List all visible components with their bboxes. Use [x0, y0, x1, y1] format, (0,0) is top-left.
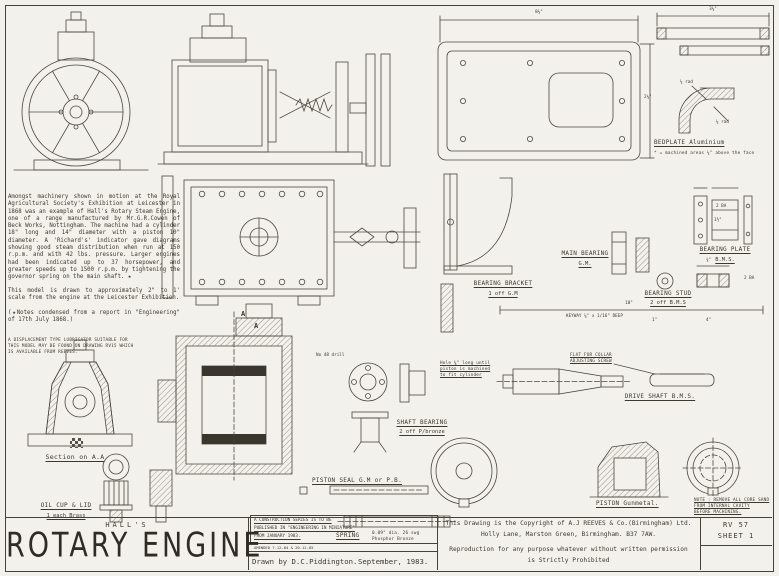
- drive-shaft-views: [496, 305, 764, 395]
- bearing-bracket-material: 1 off G.M: [488, 291, 518, 297]
- bedplate-plan-view: [437, 15, 655, 161]
- bearing-plate-views: [693, 187, 753, 245]
- drawn-by: Drawn by D.C.Piddington.: [252, 557, 358, 566]
- bearing-plate-label: BEARING PLATE: [699, 246, 751, 253]
- drawn-by-rule: [248, 551, 437, 552]
- series-note-line-3: FROM JANUARY 1983.: [254, 534, 301, 539]
- dim-bedplate-depth: 2¼": [644, 95, 652, 100]
- title-strip-divider-3: [700, 517, 701, 570]
- engine-side-elevation: [157, 13, 391, 167]
- ref-box-divider: [700, 545, 772, 546]
- bedplate-machining-note: * = machined areas ¼" above the face: [654, 151, 755, 156]
- oil-cup-views: [99, 453, 173, 523]
- copyright-line-2: Holly Lane, Marston Green, Birmingham. B…: [480, 531, 657, 538]
- amended-note: AMENDED 7-12-84 & 20-12-85: [254, 545, 314, 550]
- bedplate-label: BEDPLATE Aluminium: [654, 139, 725, 146]
- dim-bearing-plate-width: 1½": [714, 218, 722, 223]
- spring-detail: 0.09" dia. 26 swg Phosphor Bronze: [372, 531, 420, 542]
- lubricator-note: A DISPLACEMENT TYPE LUBRICATOR SUITABLE …: [8, 338, 134, 355]
- title-strip-top-rule: [5, 517, 772, 518]
- sheet-border: [5, 5, 774, 572]
- bearing-stud-label: BEARING STUD: [644, 290, 692, 297]
- section-aa-label: Section on A.A: [45, 453, 105, 461]
- flywheel-front-view: [13, 11, 149, 171]
- description-source-note: (★Notes condensed from a report in "Engi…: [8, 310, 180, 324]
- copyright-line-1: This Drawing is the Copyright of A.J REE…: [445, 520, 692, 527]
- dim-bedplate-width: 8¼": [535, 10, 543, 15]
- dim-drill-note: No 48 drill: [316, 353, 345, 358]
- series-note-line-1: A CONSTRUCTION SERIES IS TO BE: [254, 518, 332, 523]
- dim-stud-length: ¾": [706, 258, 712, 263]
- shaft-bearing-material: 2 off P/bronze: [399, 429, 445, 435]
- piston-seal-view: [299, 485, 429, 495]
- dim-bar-length: 3¼": [709, 7, 717, 12]
- dim-shaft-end: 1": [652, 318, 658, 323]
- dim-shaft-mid: 4": [706, 318, 712, 323]
- shaft-bearing-views: [348, 362, 426, 453]
- dim-shaft-length: 10": [625, 301, 633, 306]
- main-bearing-material: G.M.: [578, 261, 592, 267]
- bedplate-bar-sections: [656, 12, 770, 56]
- oil-cup-material: 1 each Brass: [46, 513, 86, 519]
- spring-label: SPRING: [336, 532, 360, 539]
- piston-label: PISTON Gunmetal.: [596, 500, 659, 507]
- drawn-date: September, 1983.: [358, 557, 429, 566]
- piston-front-view: [682, 437, 744, 499]
- main-bearing-label: MAIN BEARING: [561, 250, 609, 257]
- drawing-ref: RV 57: [722, 521, 750, 529]
- piston-section-view: [589, 441, 669, 498]
- title-strip-divider-1: [248, 517, 249, 570]
- section-marker-a-top: A: [241, 310, 246, 318]
- dim-keyway-note: KEYWAY ⅛" x 1/16" DEEP: [566, 314, 623, 319]
- shaft-bearing-label: SHAFT BEARING: [396, 419, 448, 426]
- bearing-stud-views: [656, 265, 730, 290]
- section-aa-view: [27, 339, 133, 448]
- drive-shaft-flat-note: FLAT FOR COLLAR ADJUSTING SCREW: [570, 353, 612, 364]
- bearing-stud-material: 2 off B.M.S: [650, 300, 686, 306]
- dim-corner-rad-2: ¼ rad: [716, 120, 729, 125]
- copyright-line-4: is Strictly Prohibited: [527, 557, 610, 564]
- bearing-plate-material: B.M.S.: [715, 257, 735, 263]
- sheet-number: SHEET 1: [717, 532, 755, 540]
- piston-core-sand-note: NOTE : REMOVE ALL CORE SAND FROM INTERNA…: [694, 498, 770, 515]
- oil-cup-label: OIL CUP & LID: [40, 502, 92, 509]
- bearing-bracket-view: [440, 173, 513, 333]
- copyright-line-3: Reproduction for any purpose whatever wi…: [449, 546, 688, 553]
- piston-seal-label: PISTON SEAL G.M or P.B.: [312, 477, 402, 484]
- series-note-box: [250, 515, 438, 544]
- page-title: ROTARY ENGINE: [6, 526, 264, 565]
- section-marker-a-bottom: A: [254, 322, 259, 330]
- piston-ring-front-view: [430, 437, 498, 508]
- main-bearing-views: [611, 231, 650, 275]
- bedplate-corner-detail: [678, 85, 735, 134]
- bearing-bracket-label: BEARING BRACKET: [473, 280, 533, 287]
- bore-note: Hole ⅝" long until piston is machined to…: [440, 361, 491, 378]
- description-scale-note: This model is drawn to approximately 2" …: [8, 288, 180, 302]
- description-paragraph: Amongst machinery shown in motion at the…: [8, 194, 180, 281]
- title-subtitle: HALL'S: [105, 521, 149, 529]
- dim-stud-thread: 2 BA: [744, 276, 755, 281]
- cylinder-section-view: [157, 303, 293, 481]
- engine-plan-view: [161, 175, 421, 306]
- dim-bearing-plate-thread: 2 BA: [716, 204, 727, 209]
- series-note-line-2: PUBLISHED IN "ENGINEERING IN MINIATURE": [254, 526, 355, 531]
- drive-shaft-label: DRIVE SHAFT B.M.S.: [624, 393, 696, 400]
- dim-corner-rad-1: ¼ rad: [680, 80, 693, 85]
